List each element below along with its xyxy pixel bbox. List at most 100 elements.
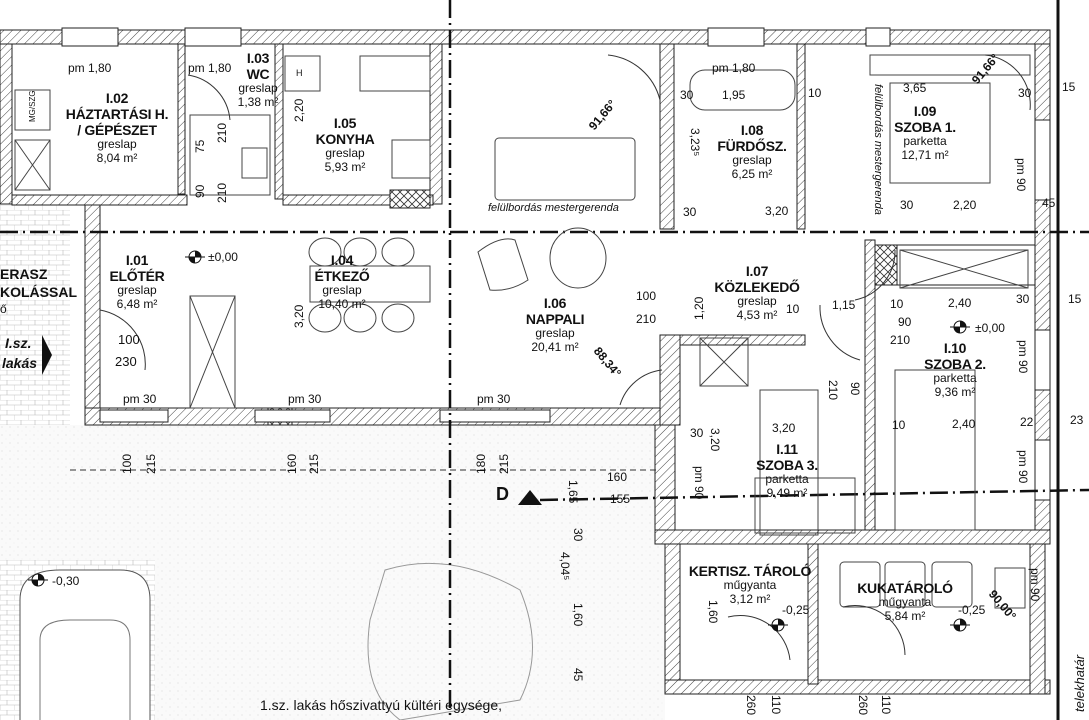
dimension: 1,20 (692, 296, 706, 320)
dimension: 260 (856, 695, 870, 716)
terrace-label-1: ERASZ (0, 266, 48, 282)
sill-height: pm 1,80 (188, 61, 232, 75)
room-label-szoba3: I.11 SZOBA 3. parketta 9,49 m² (756, 441, 818, 501)
terrace-label-2: KOLÁSSAL (0, 284, 77, 300)
room-area: 9,49 m² (766, 485, 808, 500)
room-area: 20,41 m² (531, 339, 579, 354)
room-label-nappali: I.06 NAPPALI greslap 20,41 m² (526, 295, 585, 355)
dimension: 100 (118, 332, 140, 347)
room-floor: parketta (933, 371, 977, 386)
dimension: 90 (898, 315, 912, 329)
room-number: I.09 (913, 103, 937, 119)
dimension: 160 (607, 470, 628, 484)
sill-height: pm 30 (477, 392, 511, 406)
dimension: 210 (636, 312, 657, 326)
entrance-label-1: I.sz. (5, 335, 32, 351)
beam-note-vertical: felülbordás mestergerenda (872, 84, 884, 215)
dimension: 30 (680, 88, 694, 102)
room-label-wc: I.03 WC greslap 1,38 m² (238, 50, 279, 110)
room-floor: greslap (117, 283, 157, 298)
dimension: 45 (571, 668, 585, 682)
terrace-paving (0, 205, 70, 425)
dimension: 15 (1068, 292, 1082, 306)
dimension: 230 (115, 354, 137, 369)
tree-outline (367, 562, 533, 720)
room-area: 6,25 m² (731, 166, 773, 181)
sill-height: pm 1,80 (712, 61, 756, 75)
room-floor: greslap (737, 294, 777, 309)
room-name: ELŐTÉR (109, 268, 165, 285)
dimension: 160 (285, 453, 299, 474)
sill-height: pm 90 (692, 466, 706, 500)
room-area: 5,84 m² (884, 608, 926, 623)
room-name: KUKATÁROLÓ (857, 580, 953, 596)
dimension: 210 (215, 122, 229, 143)
boundary-label: telekhatár (1072, 654, 1087, 712)
room-label-furdo: I.08 FÜRDŐSZ. greslap 6,25 m² (717, 122, 786, 182)
room-number: I.07 (745, 263, 769, 279)
sill-height: pm 90 (1016, 340, 1030, 374)
room-floor: greslap (97, 137, 137, 152)
room-label-kukatarolo: KUKATÁROLÓ műgyanta 5,84 m² (857, 580, 953, 624)
room-floor: greslap (322, 283, 362, 298)
dimension: 210 (890, 333, 911, 347)
sill-height: pm 1,80 (68, 61, 112, 75)
terrace-label-3: ő (0, 302, 7, 316)
room-name: WC (246, 66, 270, 83)
room-label-konyha: I.05 KONYHA greslap 5,93 m² (316, 115, 375, 175)
room-floor: greslap (732, 153, 772, 168)
dimension: 90 (848, 382, 862, 396)
room-floor: greslap (535, 326, 575, 341)
dimension: 210 (826, 380, 840, 401)
room-name: KÖZLEKEDŐ (714, 279, 800, 296)
room-name: KONYHA (315, 131, 375, 148)
dimension: 2,40 (948, 296, 972, 310)
dimension: 3,23⁵ (688, 128, 702, 157)
room-name: FÜRDŐSZ. (717, 138, 787, 155)
room-area: 1,38 m² (237, 94, 279, 109)
dimension: 30 (690, 426, 704, 440)
room-number: I.08 (740, 122, 764, 138)
room-floor: greslap (325, 146, 365, 161)
dimension: 30 (683, 205, 697, 219)
section-label: D (496, 484, 509, 504)
section-triangle-icon (518, 490, 542, 505)
room-number: I.04 (330, 252, 354, 268)
room-floor: parketta (903, 134, 947, 149)
dimension: 180 (474, 453, 488, 474)
dimension: 3,65 (903, 81, 927, 95)
room-floor: műgyanta (878, 595, 932, 610)
dimension: 2,20 (292, 98, 306, 122)
beam-note: felülbordás mestergerenda (488, 202, 619, 214)
sill-height: pm 30 (288, 392, 322, 406)
room-label-szoba1: I.09 SZOBA 1. parketta 12,71 m² (894, 103, 956, 163)
room-area: 3,12 m² (729, 591, 771, 606)
room-number: I.02 (105, 90, 129, 106)
furniture (14, 54, 1031, 609)
room-area: 6,48 m² (116, 296, 158, 311)
dimension: 1,60 (706, 600, 720, 624)
level-marker-icons (28, 250, 970, 632)
room-area: 5,93 m² (324, 159, 366, 174)
dimension: 75 (193, 139, 207, 153)
hob-label: H (296, 68, 303, 78)
sill-height: pm 30 (123, 392, 157, 406)
dimension: 215 (144, 453, 158, 474)
dimension: 10 (786, 302, 800, 316)
room-number: I.01 (125, 252, 149, 268)
room-area: 10,40 m² (318, 296, 366, 311)
room-name: SZOBA 1. (894, 119, 956, 136)
dimension: 45 (1042, 196, 1056, 210)
level-value: ±0,00 (975, 321, 1005, 335)
room-floor: greslap (238, 81, 278, 96)
room-label-haztartasi: I.02 HÁZTARTÁSI H. / GÉPÉSZET greslap 8,… (66, 90, 169, 166)
room-name: SZOBA 2. (924, 356, 986, 373)
car-outline (19, 569, 151, 720)
dimension: 23 (1070, 413, 1084, 427)
level-value: -0,25 (782, 603, 810, 617)
room-label-szoba2: I.10 SZOBA 2. parketta 9,36 m² (924, 340, 986, 400)
room-name: KERTISZ. TÁROLÓ (688, 563, 812, 579)
dimension: 100 (120, 453, 134, 474)
